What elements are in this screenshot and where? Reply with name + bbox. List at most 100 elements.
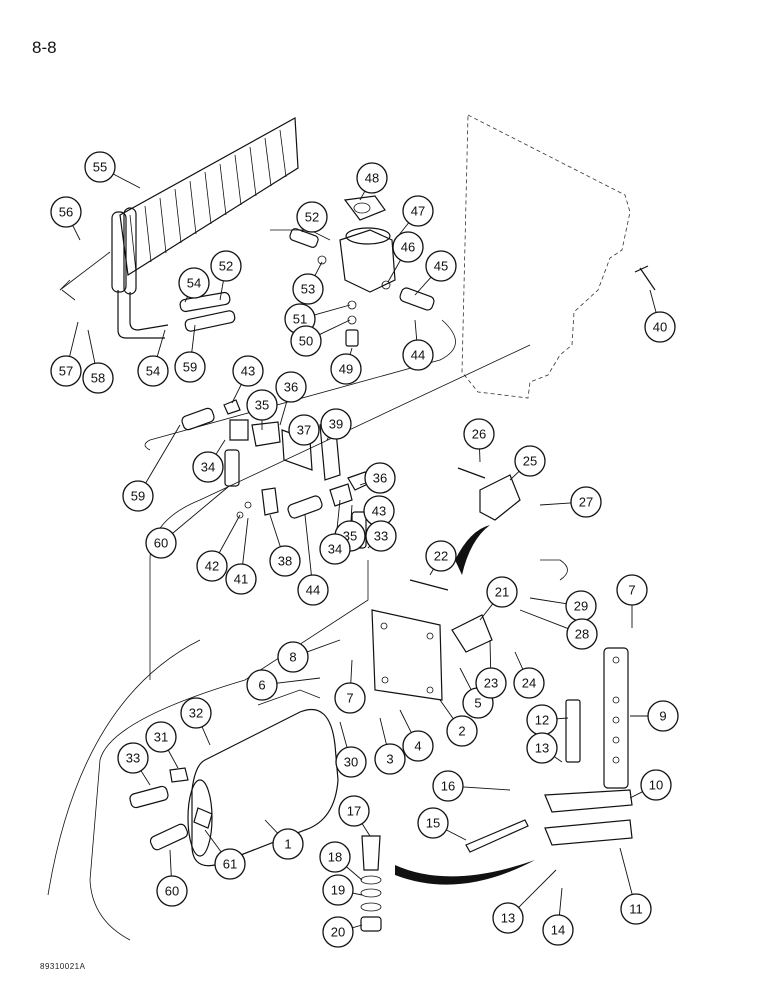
- callout-circle: [566, 618, 598, 650]
- leader-line-36: [359, 482, 366, 486]
- callout-circle: [475, 667, 507, 699]
- leader-line-55: [113, 173, 141, 189]
- callout-label: 7: [628, 583, 635, 598]
- leader-line-24: [514, 651, 524, 670]
- callout-label: 3: [386, 752, 393, 767]
- pump-fittings: [289, 228, 435, 347]
- callout-circle: [145, 721, 177, 753]
- callout-circle: [246, 389, 278, 421]
- callout-label: 36: [284, 380, 298, 395]
- callout-56: 56: [50, 196, 82, 228]
- callout-circle: [364, 462, 396, 494]
- callout-circle: [137, 355, 169, 387]
- callout-circle: [542, 914, 574, 946]
- callout-41: 41: [225, 563, 257, 595]
- callout-circle: [225, 563, 257, 595]
- callout-7: 7: [616, 574, 648, 606]
- leader-line-35: [350, 504, 353, 522]
- callout-label: 50: [299, 334, 313, 349]
- callout-circle: [640, 769, 672, 801]
- hitch-parts: [465, 647, 633, 853]
- callout-18: 18: [319, 841, 351, 873]
- callout-40: 40: [644, 311, 676, 343]
- leader-line-51: [314, 304, 351, 316]
- callout-label: 34: [201, 460, 215, 475]
- callout-circle: [417, 807, 449, 839]
- callout-label: 60: [154, 536, 168, 551]
- fitting-stack: [360, 835, 382, 932]
- callout-circle: [402, 195, 434, 227]
- callout-label: 32: [189, 706, 203, 721]
- callout-13: 13: [492, 902, 524, 934]
- callout-3: 3: [374, 743, 406, 775]
- leader-line-12: [556, 717, 569, 720]
- leader-line-15: [446, 829, 467, 841]
- callout-circle: [338, 795, 370, 827]
- callout-circle: [616, 574, 648, 606]
- leader-line-54: [156, 329, 166, 357]
- callout-59: 59: [174, 351, 206, 383]
- callout-label: 31: [154, 730, 168, 745]
- callout-26: 26: [463, 418, 495, 450]
- callout-21: 21: [486, 576, 518, 608]
- leader-line-42: [218, 514, 241, 554]
- callout-circle: [334, 682, 366, 714]
- leader-line-1: [264, 819, 278, 834]
- leader-line-53: [314, 261, 323, 276]
- callout-label: 48: [365, 171, 379, 186]
- callout-20: 20: [322, 916, 354, 948]
- callout-label: 43: [372, 504, 386, 519]
- callout-circle: [335, 746, 367, 778]
- callout-circle: [156, 875, 188, 907]
- leader-line-31: [167, 749, 179, 769]
- assembly-arrows: [395, 525, 535, 885]
- callout-circle: [288, 414, 320, 446]
- callout-circle: [463, 418, 495, 450]
- callout-58: 58: [82, 362, 114, 394]
- callout-61: 61: [214, 848, 246, 880]
- leader-line-61: [204, 829, 222, 853]
- leader-line-59: [191, 324, 196, 353]
- leader-line-6: [276, 677, 321, 684]
- callout-15: 15: [417, 807, 449, 839]
- callout-label: 44: [411, 348, 425, 363]
- callout-label: 11: [629, 902, 643, 917]
- callout-label: 41: [234, 572, 248, 587]
- callout-circle: [82, 362, 114, 394]
- hydraulic-pump: [339, 195, 396, 293]
- callout-circle: [320, 408, 352, 440]
- callout-circle: [644, 311, 676, 343]
- callout-label: 60: [165, 884, 179, 899]
- callout-22: 22: [425, 540, 457, 572]
- callout-label: 44: [306, 583, 320, 598]
- leader-line-44: [304, 514, 312, 576]
- callout-circle: [232, 355, 264, 387]
- leader-line-44: [414, 319, 418, 341]
- callout-label: 29: [574, 599, 588, 614]
- callout-1: 1: [272, 828, 304, 860]
- callout-circle: [290, 325, 322, 357]
- callout-31: 31: [145, 721, 177, 753]
- callout-13: 13: [526, 732, 558, 764]
- callout-42: 42: [196, 550, 228, 582]
- callout-circle: [192, 451, 224, 483]
- callout-circle: [117, 742, 149, 774]
- leader-line-46: [387, 259, 401, 283]
- valves: [409, 467, 521, 653]
- leader-line-57: [69, 321, 79, 357]
- callout-43: 43: [363, 495, 395, 527]
- callout-label: 16: [441, 779, 455, 794]
- callout-46: 46: [392, 231, 424, 263]
- callout-48: 48: [356, 162, 388, 194]
- callout-label: 61: [223, 857, 237, 872]
- leader-line-41: [242, 517, 249, 565]
- callout-label: 37: [297, 423, 311, 438]
- callout-label: 54: [187, 276, 201, 291]
- callout-label: 40: [653, 320, 667, 335]
- callout-label: 13: [501, 911, 515, 926]
- callout-25: 25: [514, 445, 546, 477]
- callout-circle: [513, 667, 545, 699]
- callout-circle: [446, 715, 478, 747]
- leader-line-23: [489, 639, 492, 669]
- callout-circle: [319, 841, 351, 873]
